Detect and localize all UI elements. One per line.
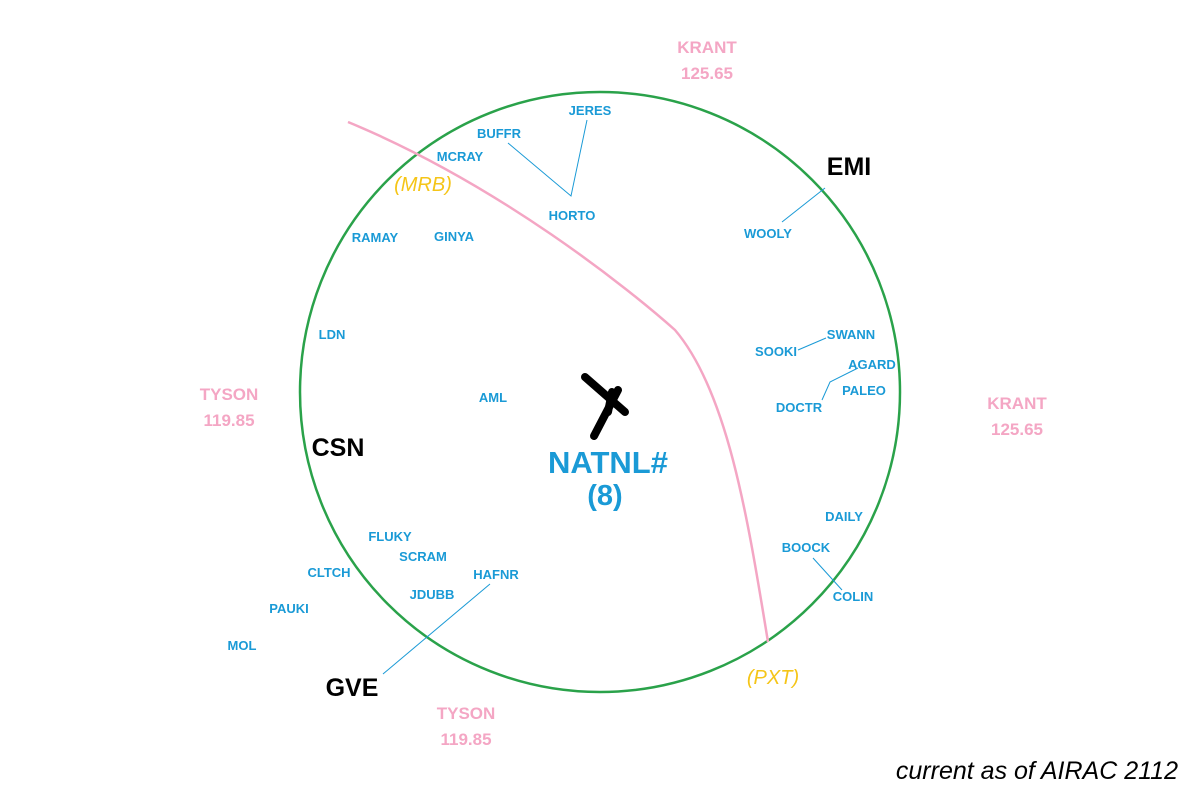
connector-buffr-horto-jeres xyxy=(507,119,588,197)
freq-name: TYSON xyxy=(437,704,496,723)
airac-note: current as of AIRAC 2112 xyxy=(896,757,1178,785)
fix-scram: SCRAM xyxy=(399,549,447,564)
connector-wooly-emi xyxy=(781,187,826,223)
airport-mrb: (MRB) xyxy=(394,174,452,196)
fix-paleo: PALEO xyxy=(842,383,886,398)
fix-cltch: CLTCH xyxy=(307,565,350,580)
terminal-area-circle xyxy=(298,90,902,694)
fix-horto: HORTO xyxy=(549,208,596,223)
freq-value: 125.65 xyxy=(991,420,1043,439)
fix-sooki: SOOKI xyxy=(755,344,797,359)
freq-value: 119.85 xyxy=(440,730,491,749)
vor-csn: CSN xyxy=(312,434,365,462)
connector-doctr-agard xyxy=(821,367,859,401)
vor-gve: GVE xyxy=(326,674,379,702)
fix-ginya: GINYA xyxy=(434,229,475,244)
fix-labels: JERES BUFFR MCRAY HORTO RAMAY GINYA WOOL… xyxy=(228,103,896,653)
procedure-name: NATNL# xyxy=(548,445,668,480)
fix-swann: SWANN xyxy=(827,327,875,342)
fix-jeres: JERES xyxy=(569,103,612,118)
fix-jdubb: JDUBB xyxy=(410,587,455,602)
vor-emi: EMI xyxy=(827,153,871,181)
fix-mcray: MCRAY xyxy=(437,149,484,164)
connector-hafnr-gve xyxy=(382,583,491,675)
freq-krant-right: KRANT 125.65 xyxy=(987,394,1047,439)
freq-name: TYSON xyxy=(200,385,259,404)
fix-fluky: FLUKY xyxy=(368,529,412,544)
connector-sooki-swann xyxy=(797,337,827,351)
airport-pxt: (PXT) xyxy=(747,667,799,689)
fix-ldn: LDN xyxy=(319,327,346,342)
fix-hafnr: HAFNR xyxy=(473,567,519,582)
fix-pauki: PAUKI xyxy=(269,601,308,616)
fix-mol: MOL xyxy=(228,638,257,653)
fix-boock: BOOCK xyxy=(782,540,831,555)
freq-value: 125.65 xyxy=(681,64,733,83)
airspace-boundary-line xyxy=(347,120,770,643)
fix-colin: COLIN xyxy=(833,589,873,604)
fix-wooly: WOOLY xyxy=(744,226,792,241)
procedure-number: (8) xyxy=(587,480,622,512)
connector-boock-colin xyxy=(812,557,843,591)
freq-tyson-bottom: TYSON 119.85 xyxy=(437,704,496,749)
runway-cross-icon xyxy=(581,373,629,440)
fix-ramay: RAMAY xyxy=(352,230,399,245)
freq-name: KRANT xyxy=(677,38,737,57)
fix-agard: AGARD xyxy=(848,357,896,372)
fix-buffr: BUFFR xyxy=(477,126,522,141)
fix-doctr: DOCTR xyxy=(776,400,823,415)
fix-aml: AML xyxy=(479,390,507,405)
freq-name: KRANT xyxy=(987,394,1047,413)
freq-value: 119.85 xyxy=(203,411,254,430)
freq-tyson-left: TYSON 119.85 xyxy=(200,385,259,430)
fix-daily: DAILY xyxy=(825,509,863,524)
connector-lines xyxy=(382,119,859,675)
freq-krant-top: KRANT 125.65 xyxy=(677,38,737,83)
